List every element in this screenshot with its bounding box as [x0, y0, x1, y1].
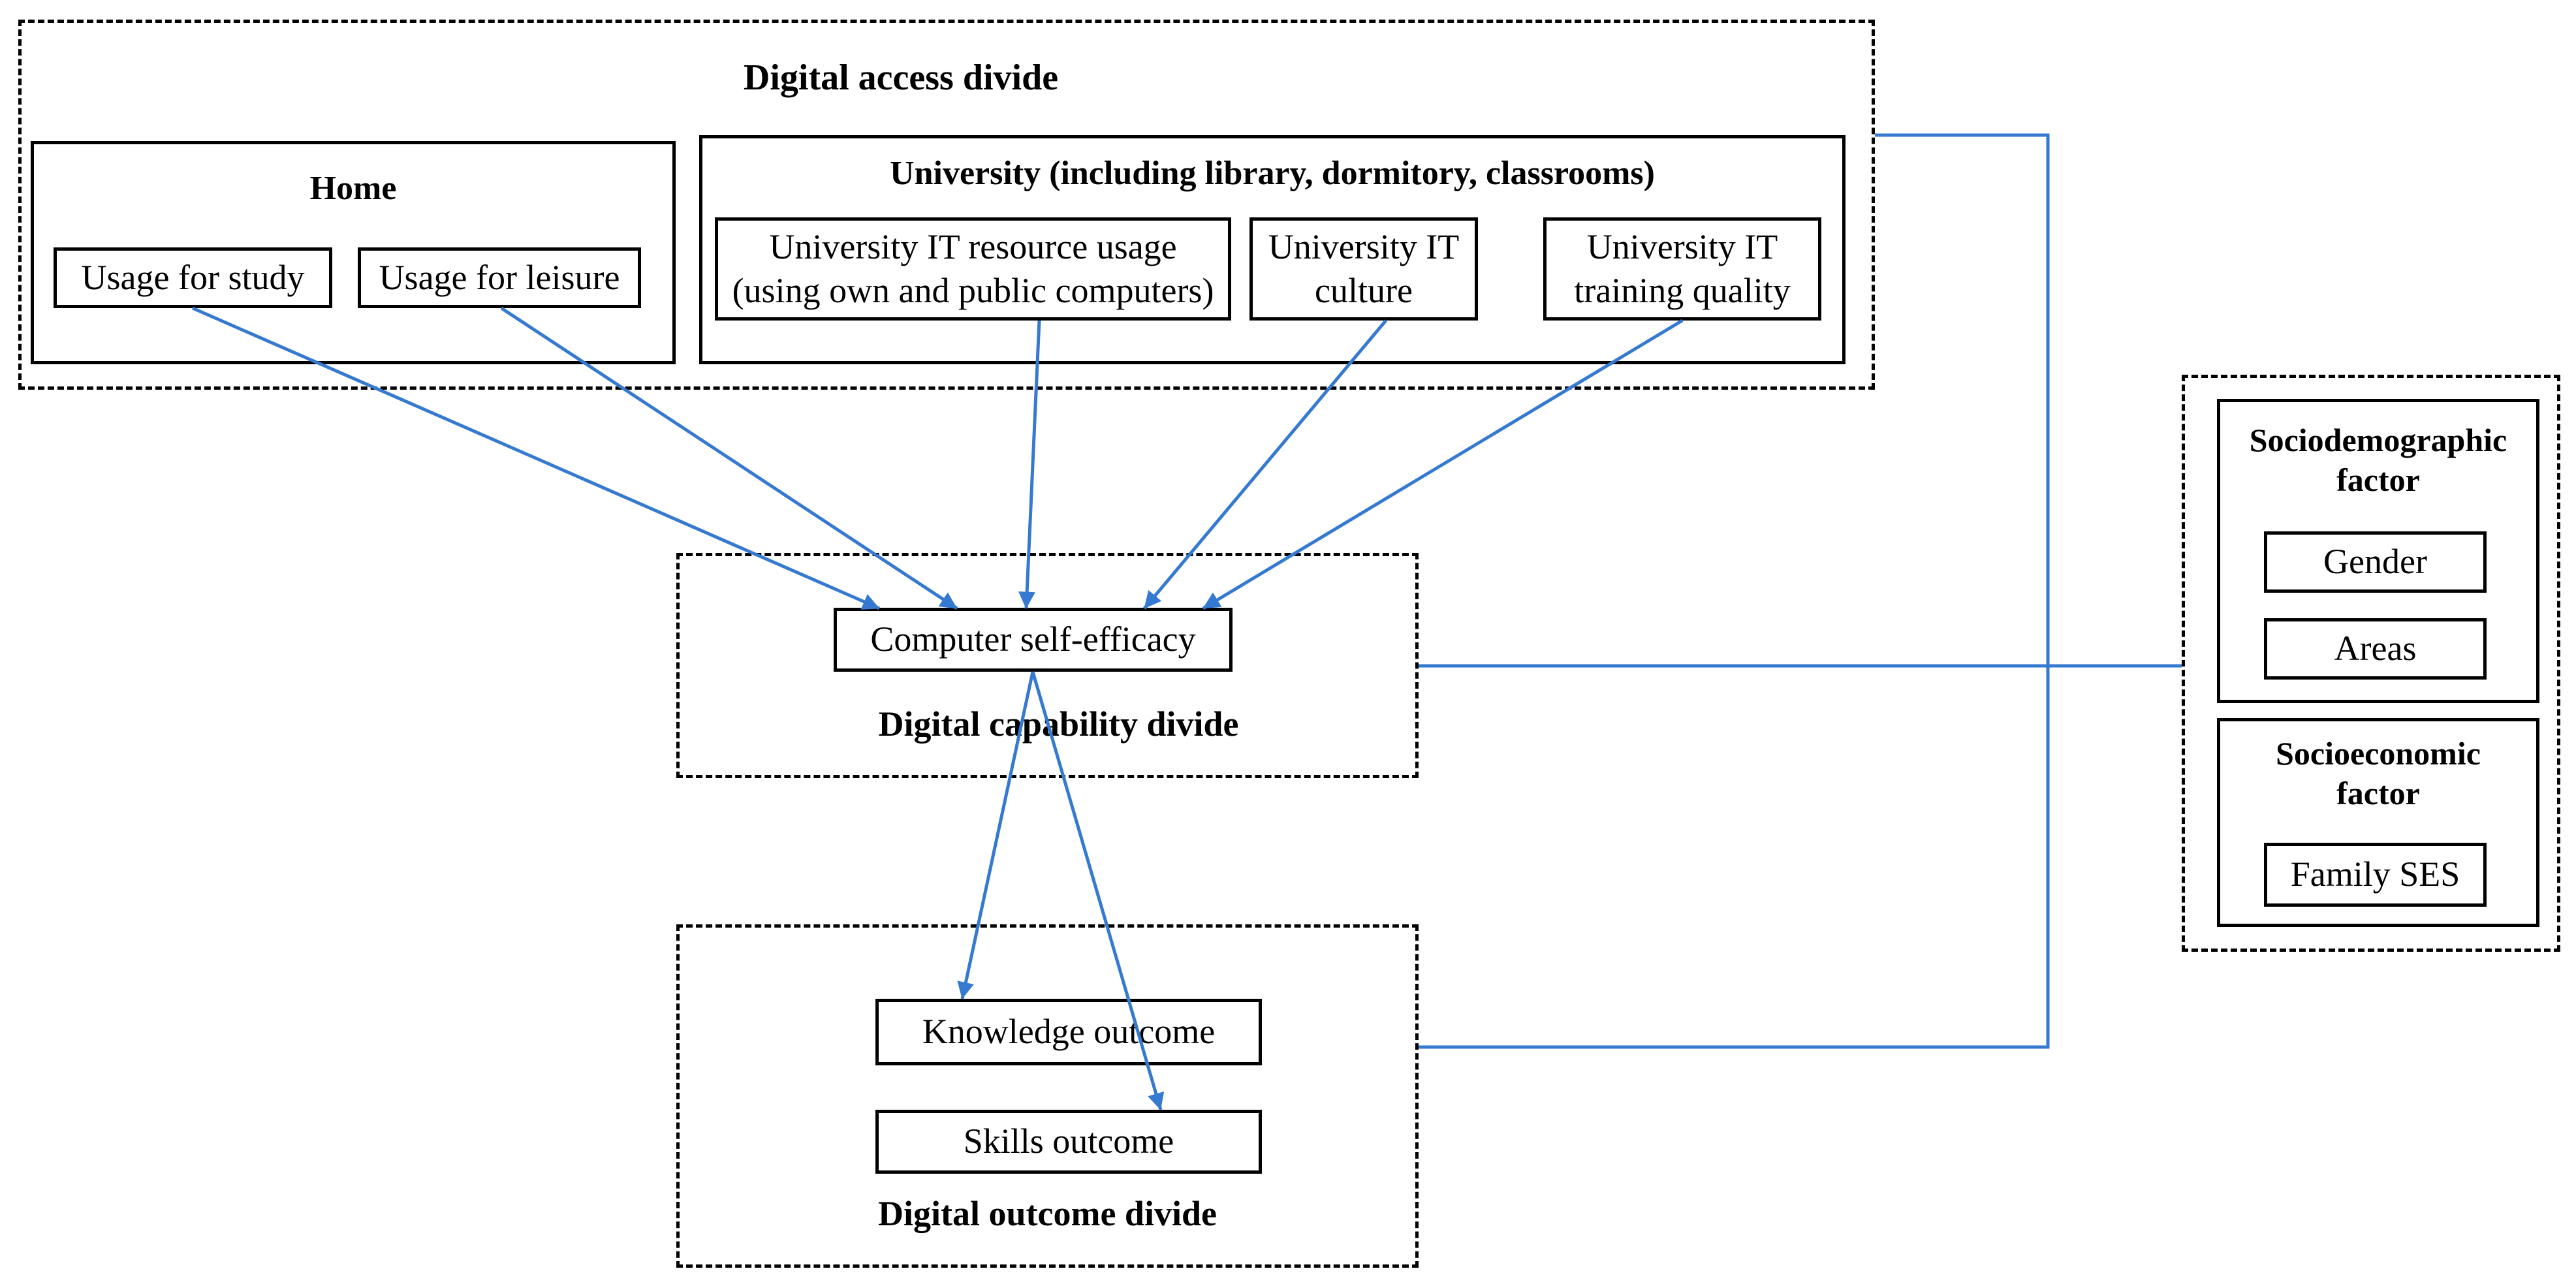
capability-divide-group [676, 553, 1419, 778]
access-divide-group [18, 20, 1875, 390]
sociodemographic-title: Sociodemographic factor [2217, 420, 2539, 500]
arrow-training-to-self-efficacy [1202, 319, 1684, 610]
it-culture-label-2: culture [1315, 271, 1413, 310]
sociodemographic-title-1: Sociodemographic [2249, 422, 2507, 458]
computer-self-efficacy-label: Computer self-efficacy [870, 619, 1196, 659]
usage-for-leisure-label: Usage for leisure [379, 257, 620, 297]
sociodemographic-title-2: factor [2336, 462, 2420, 498]
arrow-resource-to-self-efficacy [1018, 320, 1041, 609]
it-resource-usage-label-1: University IT resource usage [769, 227, 1177, 266]
areas-label: Areas [2334, 629, 2417, 668]
arrow-self-efficacy-to-knowledge [957, 671, 1035, 999]
knowledge-outcome-label: Knowledge outcome [922, 1012, 1216, 1052]
usage-for-study-node: Usage for study [54, 247, 332, 308]
family-ses-label: Family SES [2290, 855, 2460, 894]
it-culture-label-1: University IT [1268, 227, 1460, 266]
arrow-culture-to-self-efficacy [1143, 319, 1387, 610]
it-culture-node: University IT culture [1249, 217, 1478, 321]
socioeconomic-title-1: Socioeconomic [2276, 735, 2481, 772]
access-divide-link [1419, 133, 2050, 1049]
it-training-quality-label-1: University IT [1586, 227, 1778, 266]
university-title: University (including library, dormitory… [890, 155, 1655, 192]
socioeconomic-title-2: factor [2336, 775, 2420, 811]
skills-outcome-label: Skills outcome [963, 1121, 1174, 1161]
it-resource-usage-label-2: (using own and public computers) [732, 271, 1214, 310]
gender-node: Gender [2264, 531, 2487, 593]
outcome-divide-title: Digital outcome divide [878, 1194, 1217, 1233]
arrow-leisure-to-self-efficacy [500, 306, 958, 610]
sociodemographic-box [2217, 399, 2539, 703]
knowledge-outcome-node: Knowledge outcome [875, 999, 1262, 1065]
gender-label: Gender [2323, 542, 2427, 582]
it-training-quality-label-2: training quality [1574, 271, 1791, 310]
it-resource-usage-node: University IT resource usage (using own … [715, 217, 1231, 321]
socioeconomic-title: Socioeconomic factor [2217, 734, 2539, 813]
university-box [699, 135, 1846, 364]
areas-node: Areas [2264, 618, 2487, 680]
computer-self-efficacy-node: Computer self-efficacy [834, 608, 1233, 672]
family-ses-node: Family SES [2264, 843, 2487, 907]
usage-for-study-label: Usage for study [81, 257, 305, 297]
factors-group [2182, 375, 2560, 952]
socioeconomic-box [2217, 718, 2539, 927]
outcome-divide-group [676, 924, 1419, 1268]
arrow-self-efficacy-to-skills [1031, 671, 1165, 1110]
home-box [31, 141, 676, 364]
skills-outcome-node: Skills outcome [875, 1110, 1262, 1174]
it-training-quality-node: University IT training quality [1543, 217, 1821, 321]
usage-for-leisure-node: Usage for leisure [358, 247, 641, 308]
arrow-study-to-self-efficacy [191, 306, 881, 610]
home-title: Home [309, 170, 397, 207]
capability-divide-title: Digital capability divide [878, 704, 1239, 744]
access-divide-title: Digital access divide [743, 57, 1059, 98]
